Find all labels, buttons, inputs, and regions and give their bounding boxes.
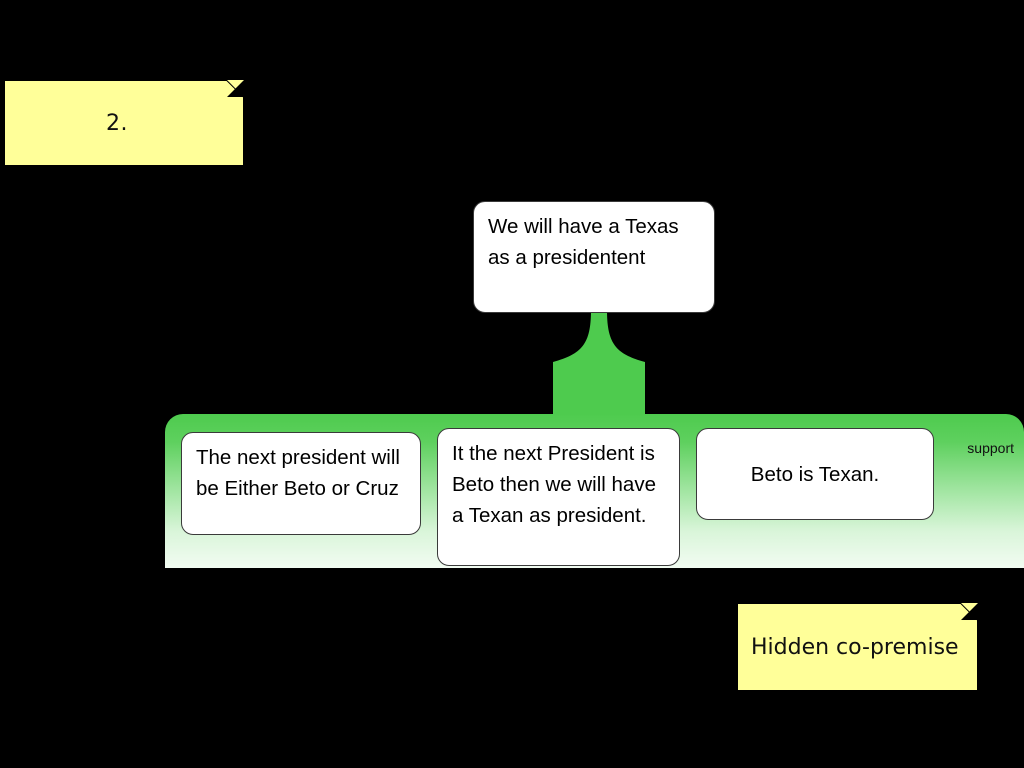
conclusion-text: We will have a Texas as a presidentent [488,215,679,269]
sticky-note-fold-icon [227,80,244,97]
conclusion-box[interactable]: We will have a Texas as a presidentent [473,201,715,313]
premise-text-1: The next president will be Either Beto o… [196,446,400,500]
premise-text-3: Beto is Texan. [750,462,880,486]
sticky-note-number[interactable]: 2. [4,80,244,166]
premise-box-3[interactable]: Beto is Texan. [696,428,934,520]
premise-box-2[interactable]: It the next President is Beto then we wi… [437,428,680,566]
green-funnel-connector [553,310,645,420]
premise-text-2: It the next President is Beto then we wi… [452,442,656,527]
sticky-note-hidden-label: Hidden co-premise [751,634,959,660]
sticky-note-hidden-co-premise[interactable]: Hidden co-premise [737,603,978,691]
sticky-note-number-label: 2. [106,110,128,136]
premise-box-1[interactable]: The next president will be Either Beto o… [181,432,421,535]
support-relation-label: support [967,440,1014,456]
sticky-note-fold-icon [961,603,978,620]
